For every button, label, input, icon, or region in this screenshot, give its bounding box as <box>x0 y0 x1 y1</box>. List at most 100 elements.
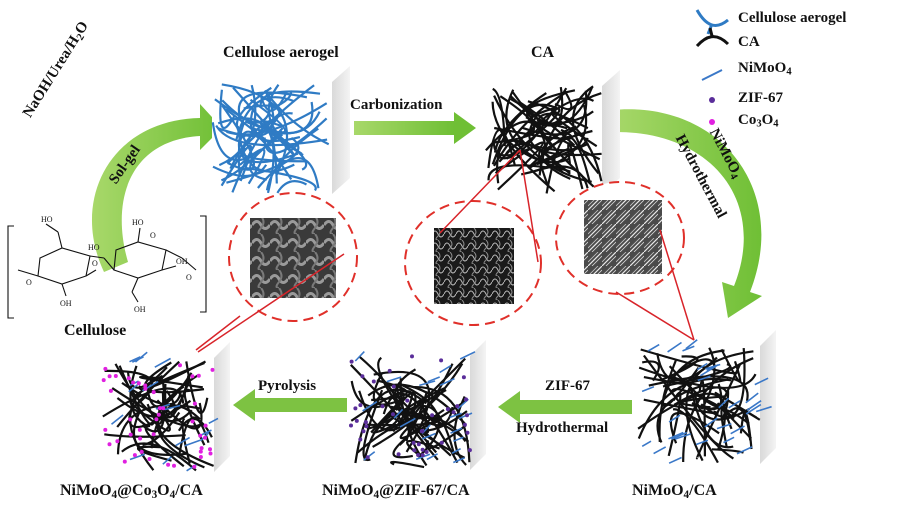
zif67-particle <box>424 450 429 454</box>
nimoo4-nanowire <box>695 439 709 446</box>
zif67-particle <box>461 375 466 380</box>
legend-item-cellulose-aerogel: Cellulose aerogel <box>732 10 846 27</box>
co3o4-particle <box>208 451 213 456</box>
nimoo4-nanowire <box>393 408 404 419</box>
carbonization-label: Carbonization <box>350 97 443 113</box>
zif67-particle <box>439 358 444 363</box>
fiber <box>670 387 721 408</box>
fiber <box>358 355 401 434</box>
nimoo4-zif67-ca-cube <box>349 340 486 470</box>
fiber <box>491 103 558 165</box>
zif67-particle <box>411 440 416 445</box>
nimoo4-nanowire <box>668 456 682 464</box>
co3o4-particle <box>137 427 142 432</box>
co3o4-particle <box>139 449 144 454</box>
svg-text:OH: OH <box>60 299 72 308</box>
fiber <box>177 417 213 438</box>
nimoo4-nanowire <box>184 439 201 447</box>
nimoo4-nanowire <box>668 431 684 440</box>
co3o4-particle <box>156 412 161 417</box>
cellulose-structure: HO O OH HO HO O OH O OH O <box>7 215 207 319</box>
fiber <box>487 128 516 169</box>
fiber <box>672 408 719 464</box>
zif67-particle <box>416 442 421 447</box>
fiber <box>661 355 699 381</box>
fiber <box>421 405 456 456</box>
co3o4-particle <box>203 435 208 440</box>
fiber <box>139 375 203 389</box>
zif67-particle <box>391 384 396 389</box>
co3o4-particle <box>122 459 127 464</box>
nimoo4-nanowire <box>718 397 730 409</box>
cellulose-label: Cellulose <box>64 322 127 339</box>
co3o4-dot-icon <box>709 119 715 125</box>
fiber <box>370 396 406 435</box>
ca-cube <box>482 70 620 194</box>
pyrolysis-label: Pyrolysis <box>258 378 317 394</box>
fiber <box>537 112 601 194</box>
fiber <box>493 91 567 167</box>
fiber <box>643 354 734 460</box>
nimoo4-nanowire <box>746 400 762 411</box>
nimoo4-nanowire <box>427 376 440 383</box>
zif67-particle <box>358 403 363 408</box>
nimoo4-nanowire <box>399 417 416 428</box>
nimoo4-nanowire <box>426 453 438 461</box>
fiber <box>136 445 172 462</box>
fiber <box>221 104 255 171</box>
legend-label: NiMoO4 <box>738 60 792 78</box>
fiber <box>141 380 166 433</box>
co3o4-particle <box>203 423 208 428</box>
co3o4-particle <box>103 427 108 432</box>
zif67-particle <box>371 379 376 384</box>
nimoo4-nanowire <box>755 405 772 413</box>
nimoo4-nanowire <box>363 451 376 461</box>
zif67-particle <box>420 447 425 452</box>
nimoo4-ca-cube <box>637 330 776 464</box>
co3o4-particle <box>101 378 106 383</box>
co3o4-particle <box>128 432 133 437</box>
co3o4-particle <box>154 417 159 422</box>
fiber <box>215 124 328 147</box>
co3o4-particle <box>151 390 156 395</box>
zif67-particle <box>467 448 472 453</box>
co3o4-particle <box>115 439 120 444</box>
nimoo4-nanowire <box>129 356 141 363</box>
fiber <box>682 357 754 463</box>
co3o4-particle <box>208 447 212 452</box>
co3o4-particle <box>147 457 152 461</box>
svg-text:O: O <box>26 278 32 287</box>
legend-item-co3o4: Co3O4 <box>732 112 779 130</box>
fiber <box>540 125 577 180</box>
nimoo4-nanowire <box>386 376 402 383</box>
zif67-particle <box>465 430 470 435</box>
fiber <box>244 98 287 134</box>
fiber <box>648 375 749 402</box>
fiber <box>496 139 571 184</box>
nimoo4-nanowire <box>667 341 682 353</box>
product-nimoo4-ca-label: NiMoO4/CA <box>632 482 717 501</box>
legend-item-zif67: ZIF-67 <box>732 90 783 107</box>
zif67-particle <box>451 410 456 415</box>
legend-label: CA <box>738 34 760 50</box>
fiber <box>371 379 408 402</box>
svg-text:O: O <box>92 259 98 268</box>
co3o4-particle <box>128 417 133 422</box>
zif67-particle <box>412 448 417 453</box>
fiber <box>656 378 729 443</box>
nimoo4-nanowire <box>754 377 769 386</box>
fiber <box>146 391 165 425</box>
nimoo4-nanowire <box>697 375 711 382</box>
fiber <box>221 99 272 124</box>
nimoo4-nanowire <box>671 431 688 440</box>
co3o4-particle <box>143 383 148 388</box>
zif67-dot-icon <box>709 97 715 103</box>
fiber <box>253 101 314 135</box>
nimoo4-nanowire <box>362 401 378 412</box>
nimoo4-nanowire <box>674 433 691 440</box>
fiber <box>658 349 725 442</box>
legend-label: Co3O4 <box>738 112 779 130</box>
nimoo4-nanowire <box>641 440 652 447</box>
nimoo4-nanowire <box>728 400 741 409</box>
